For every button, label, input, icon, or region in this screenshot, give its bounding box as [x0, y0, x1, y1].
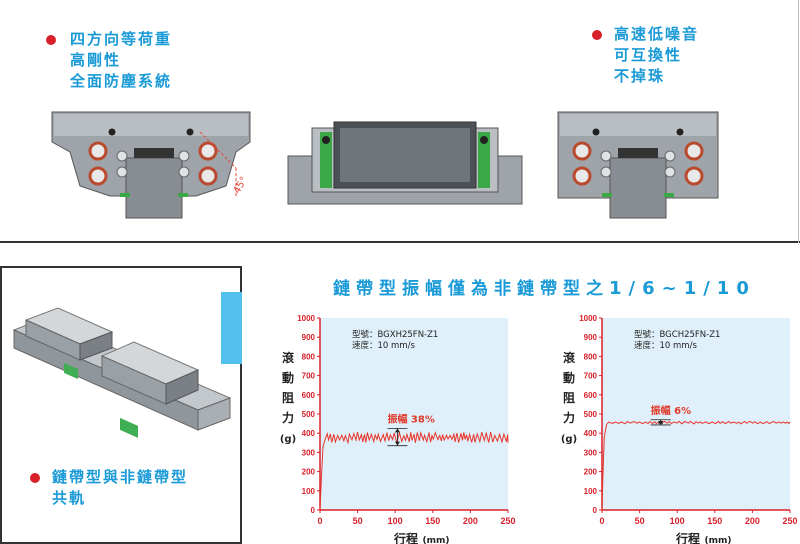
speed-label: 速度：10 mm/s [352, 340, 415, 351]
x-tick-label: 200 [463, 516, 478, 526]
y-axis-label-char: (g) [280, 434, 296, 445]
feature-item: 高速低噪音 [614, 25, 700, 43]
accent-tab [221, 292, 242, 364]
caption-line: 鏈帶型與非鏈帶型 [52, 468, 189, 486]
bullet-dot [30, 473, 40, 483]
y-tick-label: 100 [584, 487, 598, 496]
y-axis-label-char: 動 [282, 370, 294, 385]
linear-guide-rail-illustration [12, 307, 232, 438]
y-tick-label: 700 [302, 372, 316, 381]
y-tick-label: 0 [311, 506, 316, 515]
x-axis-unit: (mm) [705, 536, 732, 544]
headline-text: 鏈帶型振幅僅為非鏈帶型之 [333, 279, 609, 299]
caption-line: 共軌 [52, 489, 87, 507]
feature-item: 可互換性 [614, 46, 683, 64]
y-tick-label: 300 [584, 448, 598, 457]
feature-item: 四方向等荷重 [70, 30, 173, 48]
x-axis-label: 行程 [393, 531, 418, 544]
y-tick-label: 500 [302, 410, 316, 419]
y-tick-label: 200 [584, 468, 598, 477]
panel-right-border [798, 0, 799, 243]
series-line [319, 430, 509, 511]
x-axis-label: 行程 [675, 531, 700, 544]
x-tick-label: 150 [707, 516, 722, 526]
y-tick-label: 400 [302, 429, 316, 438]
y-tick-label: 1000 [579, 314, 597, 323]
y-tick-label: 400 [584, 429, 598, 438]
x-tick-label: 0 [317, 516, 322, 526]
y-tick-label: 300 [302, 448, 316, 457]
y-tick-label: 500 [584, 410, 598, 419]
bullet-dot [46, 35, 56, 45]
x-axis-unit: (mm) [423, 536, 450, 544]
guide-block-cross-section-right [557, 111, 719, 219]
y-axis-label-char: 力 [563, 410, 575, 425]
y-tick-label: 100 [302, 487, 316, 496]
x-tick-label: 100 [388, 516, 403, 526]
y-tick-label: 600 [584, 391, 598, 400]
y-axis-label-char: 滾 [563, 350, 576, 365]
y-axis-label-char: 阻 [282, 390, 294, 405]
y-tick-label: 800 [584, 352, 598, 361]
y-tick-label: 800 [302, 352, 316, 361]
plot-area [602, 318, 790, 510]
model-label: 型號：BGXH25FN-Z1 [352, 329, 438, 340]
speed-label: 速度：10 mm/s [634, 340, 697, 351]
guide-block-cross-section-left [51, 111, 251, 219]
arrow-head-up [394, 428, 400, 433]
amplitude-label: 振幅 6% [651, 404, 691, 417]
plot-area [320, 318, 508, 510]
y-tick-label: 200 [302, 468, 316, 477]
y-tick-label: 0 [593, 506, 598, 515]
feature-item: 全面防塵系統 [70, 72, 173, 90]
y-axis-label-char: 阻 [563, 390, 575, 405]
rolling-resistance-chart-chain: 0 100 200 300 400 500 600 700 800 900 1000 0 50 100 15… [280, 314, 516, 544]
x-tick-label: 200 [745, 516, 760, 526]
arrow-head-down [658, 420, 664, 425]
amplitude-label: 振幅 38% [387, 412, 434, 425]
x-tick-label: 50 [353, 516, 363, 526]
series-line [601, 420, 791, 511]
y-tick-label: 1000 [297, 314, 315, 323]
x-tick-label: 150 [425, 516, 440, 526]
y-tick-label: 900 [302, 333, 316, 342]
y-axis-label-char: 力 [282, 410, 294, 425]
feature-item: 不掉珠 [614, 67, 666, 85]
y-axis-label-char: 動 [563, 370, 575, 385]
feature-list-right: 高速低噪音 可互換性 不掉珠 [614, 24, 699, 87]
y-tick-label: 600 [302, 391, 316, 400]
arrow-head-down [394, 441, 400, 446]
guide-block-cross-section-middle [287, 121, 523, 205]
y-tick-label: 700 [584, 372, 598, 381]
x-tick-label: 250 [782, 516, 797, 526]
x-tick-label: 100 [670, 516, 685, 526]
y-axis-label-char: (g) [561, 434, 577, 445]
headline-ratio: 1/6~1/10 [609, 278, 756, 299]
model-label: 型號：BGCH25FN-Z1 [634, 329, 720, 340]
y-axis-label-char: 滾 [282, 350, 295, 365]
shared-rail-caption: 鏈帶型與非鏈帶型 共軌 [52, 467, 188, 509]
x-tick-label: 0 [599, 516, 604, 526]
amplitude-headline: 鏈帶型振幅僅為非鏈帶型之1/6~1/10 [333, 274, 756, 299]
y-tick-label: 900 [584, 333, 598, 342]
x-tick-label: 50 [635, 516, 645, 526]
feature-list-left: 四方向等荷重 高剛性 全面防塵系統 [70, 29, 172, 92]
bullet-dot [592, 30, 602, 40]
feature-item: 高剛性 [70, 51, 122, 69]
rolling-resistance-chart-non-chain: 0 100 200 300 400 500 600 700 800 900 1000 0 50 100 15… [561, 314, 798, 544]
x-tick-label: 250 [500, 516, 515, 526]
